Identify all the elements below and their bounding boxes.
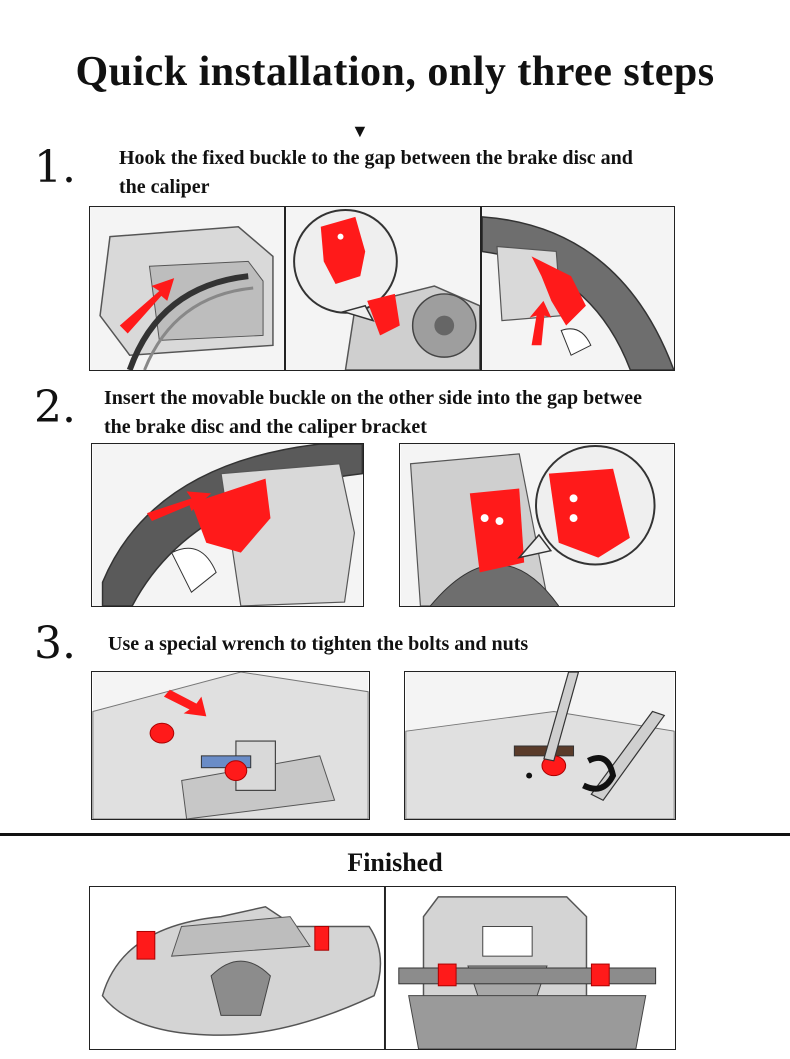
step-2-image-zoom	[399, 443, 675, 607]
step-3-number: 3.	[34, 618, 76, 669]
step-1-number: 1.	[34, 142, 76, 193]
down-arrow-icon: ▼	[351, 121, 369, 141]
movable-buckle-insert-illustration	[92, 444, 363, 606]
movable-buckle-zoom-illustration	[400, 444, 674, 606]
step-2-number: 2.	[34, 382, 76, 433]
step-3-text-line-1: Use a special wrench to tighten the bolt…	[108, 633, 529, 655]
step-1-text-line-1: Hook the fixed buckle to the gap between…	[119, 147, 633, 169]
finished-caliper-illustrations	[92, 887, 673, 1049]
buckle-installed-illustration	[482, 207, 674, 370]
page-title: Quick installation, only three steps	[75, 49, 715, 95]
step-2-text-line-1: Insert the movable buckle on the other s…	[104, 387, 642, 409]
step-1-image-installed	[481, 206, 675, 371]
step-3-image-wrench	[404, 671, 676, 820]
step-3-image-bolts	[91, 671, 370, 820]
step-1-text-line-2: the caliper	[119, 176, 210, 198]
buckle-zoom-illustration	[286, 207, 480, 370]
finished-image-frame	[89, 886, 676, 1050]
step-2-image-insert	[91, 443, 364, 607]
wrench-tightening-illustration	[405, 672, 675, 819]
step-2-text-line-2: the brake disc and the caliper bracket	[104, 416, 427, 438]
finished-heading: Finished	[347, 848, 443, 877]
bolt-insertion-illustration	[92, 672, 369, 819]
step-1-image-zoom	[285, 206, 481, 371]
step-1-image-caliper	[89, 206, 285, 371]
caliper-illustration	[90, 207, 284, 370]
section-divider	[0, 833, 790, 836]
